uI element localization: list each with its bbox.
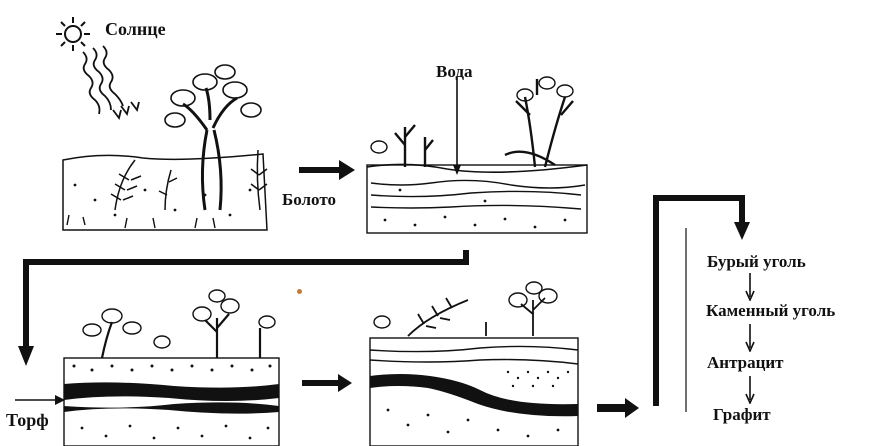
peat-pointer-icon <box>15 393 67 407</box>
stain-mark <box>297 289 302 294</box>
panel-forest <box>55 10 275 240</box>
peat-illustration <box>62 280 282 446</box>
sunrays-icon <box>83 46 139 118</box>
forest-illustration <box>55 10 275 240</box>
down-arrow-icon-3 <box>745 376 755 404</box>
down-arrow-icon-1 <box>745 273 755 301</box>
peat-label: Торф <box>6 410 49 431</box>
panel-coal <box>368 280 580 446</box>
down-arrow-icon-2 <box>745 324 755 352</box>
seq-black-coal: Каменный уголь <box>706 301 835 321</box>
sun-icon <box>56 17 90 51</box>
peat-tree-icon <box>102 314 260 358</box>
coal-illustration <box>368 280 580 446</box>
seq-anthracite: Антрацит <box>707 353 784 373</box>
seq-brown-coal: Бурый уголь <box>707 252 806 272</box>
arrow-right-icon <box>297 158 357 182</box>
seq-graphite: Графит <box>713 405 771 425</box>
panel-peat <box>62 280 282 446</box>
arrow-right-icon-2 <box>300 372 354 394</box>
swamp-illustration <box>365 55 590 235</box>
sun-label: Солнце <box>105 19 166 40</box>
swamp-label: Болото <box>282 190 336 210</box>
swamp-tree-icon <box>395 79 573 167</box>
water-label: Вода <box>436 62 472 82</box>
arrow-right-icon-3 <box>595 397 641 419</box>
coal-plant-icon <box>408 298 545 336</box>
panel-swamp <box>365 55 590 235</box>
